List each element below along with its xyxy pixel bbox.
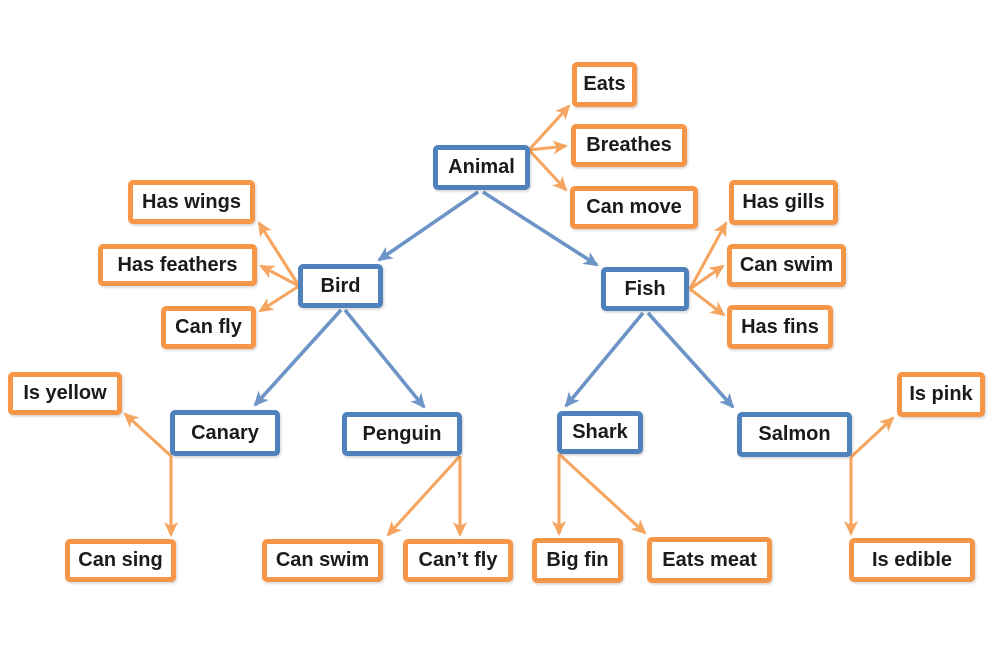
- concept-node-penguin: Penguin: [342, 412, 462, 456]
- node-label-cant-fly: Can’t fly: [418, 549, 498, 571]
- edge-bird-to-penguin: [343, 308, 426, 409]
- node-label-has-gills: Has gills: [742, 191, 825, 213]
- attribute-node-eats: Eats: [572, 62, 637, 107]
- edge-fish-to-can-swim-fish: [689, 264, 725, 291]
- edge-bird-to-can-fly: [258, 284, 300, 313]
- edge-bird-to-canary: [253, 308, 343, 407]
- edge-bird-to-has-feathers: [259, 264, 300, 288]
- attribute-node-is-pink: Is pink: [897, 372, 985, 417]
- node-label-can-swim-penguin: Can swim: [275, 549, 370, 571]
- edge-animal-to-fish: [482, 190, 599, 267]
- node-label-eats: Eats: [583, 73, 626, 95]
- node-label-animal: Animal: [448, 156, 515, 178]
- node-label-shark: Shark: [572, 421, 628, 443]
- edge-fish-to-has-fins: [689, 287, 726, 317]
- node-label-can-fly: Can fly: [175, 316, 242, 338]
- concept-node-bird: Bird: [298, 264, 383, 308]
- concept-node-canary: Canary: [170, 410, 280, 456]
- attribute-node-has-gills: Has gills: [729, 180, 838, 225]
- attribute-node-big-fin: Big fin: [532, 538, 623, 583]
- attribute-node-is-yellow: Is yellow: [8, 372, 122, 415]
- node-label-is-pink: Is pink: [909, 383, 973, 405]
- attribute-node-has-feathers: Has feathers: [98, 244, 257, 286]
- concept-node-shark: Shark: [557, 411, 643, 454]
- edge-animal-to-eats: [527, 104, 571, 152]
- node-label-eats-meat: Eats meat: [662, 548, 757, 571]
- attribute-node-can-swim-penguin: Can swim: [262, 539, 383, 582]
- attribute-node-can-sing: Can sing: [65, 539, 176, 582]
- concept-node-salmon: Salmon: [737, 412, 852, 457]
- node-label-can-move: Can move: [586, 196, 682, 218]
- node-label-fish: Fish: [624, 277, 666, 300]
- edge-bird-to-has-wings: [257, 221, 301, 287]
- edge-fish-to-salmon: [646, 311, 735, 409]
- attribute-node-eats-meat: Eats meat: [647, 537, 772, 583]
- edge-shark-to-eats-meat: [557, 452, 647, 535]
- node-label-is-yellow: Is yellow: [23, 382, 107, 404]
- edge-canary-to-is-yellow: [123, 412, 173, 458]
- attribute-node-has-wings: Has wings: [128, 180, 255, 224]
- edge-animal-to-bird: [377, 190, 480, 262]
- edge-fish-to-has-gills: [688, 221, 728, 290]
- concept-node-fish: Fish: [601, 267, 689, 311]
- attribute-node-can-move: Can move: [570, 186, 698, 229]
- node-label-has-feathers: Has feathers: [117, 253, 238, 276]
- attribute-node-can-fly: Can fly: [161, 306, 256, 349]
- node-label-bird: Bird: [320, 274, 361, 297]
- node-label-is-edible: Is edible: [871, 548, 953, 571]
- edge-salmon-to-is-pink: [849, 416, 895, 459]
- edge-fish-to-shark: [564, 311, 645, 408]
- node-label-has-wings: Has wings: [142, 190, 241, 213]
- edge-penguin-to-can-swim-penguin: [386, 454, 462, 537]
- node-label-can-swim-fish: Can swim: [739, 254, 834, 276]
- attribute-node-is-edible: Is edible: [849, 538, 975, 582]
- attribute-node-cant-fly: Can’t fly: [403, 539, 513, 582]
- node-label-has-fins: Has fins: [741, 315, 819, 338]
- attribute-node-has-fins: Has fins: [727, 305, 833, 349]
- edge-animal-to-can-move: [527, 148, 568, 192]
- node-label-big-fin: Big fin: [546, 549, 609, 571]
- attribute-node-breathes: Breathes: [571, 124, 687, 167]
- node-label-canary: Canary: [191, 421, 259, 444]
- node-label-breathes: Breathes: [586, 134, 672, 156]
- concept-node-animal: Animal: [433, 145, 530, 190]
- node-label-can-sing: Can sing: [78, 549, 163, 571]
- node-label-penguin: Penguin: [362, 422, 442, 445]
- attribute-node-can-swim-fish: Can swim: [727, 244, 846, 287]
- edge-animal-to-breathes: [528, 140, 568, 155]
- node-label-salmon: Salmon: [758, 423, 831, 445]
